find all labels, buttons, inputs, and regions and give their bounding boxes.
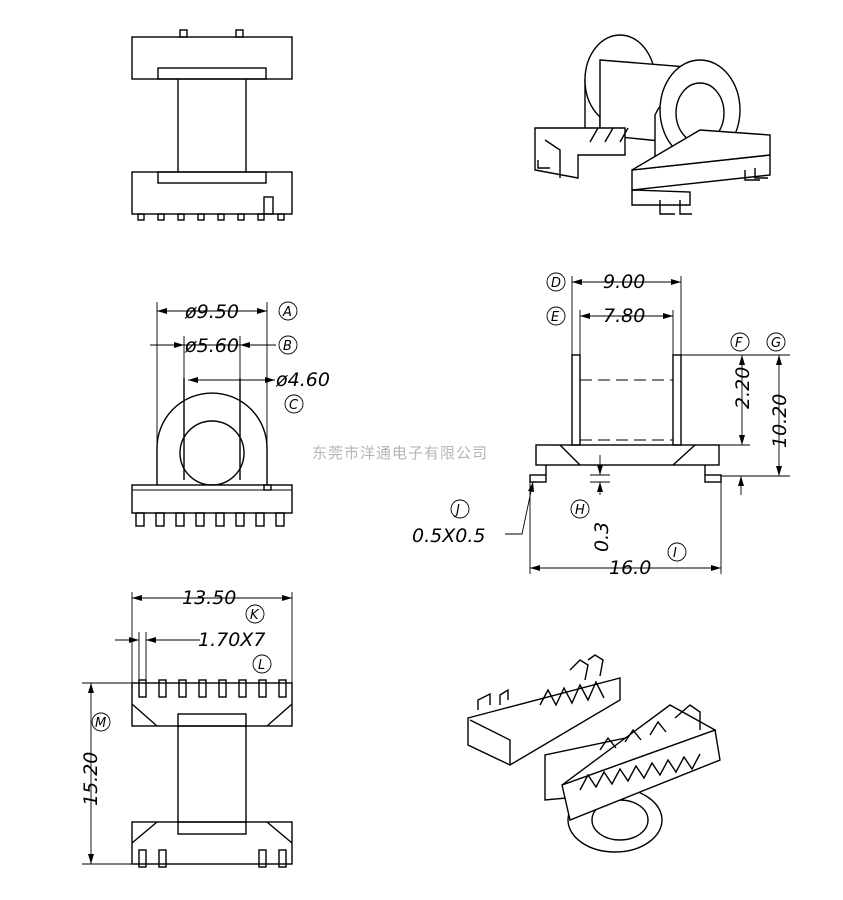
dim-g-text: 10.20	[769, 394, 791, 448]
dim-b-text: ø5.60	[184, 335, 239, 357]
label-j: J	[453, 503, 460, 518]
isometric-bottom-right	[467, 654, 721, 853]
label-g: G	[771, 336, 781, 351]
label-k: K	[250, 608, 260, 623]
dim-k-text: 13.50	[182, 587, 236, 609]
dim-l-text: 1.70X7	[198, 629, 265, 651]
dim-a-text: ø9.50	[184, 301, 239, 323]
label-l: L	[258, 658, 265, 673]
dim-e-text: 7.80	[603, 305, 645, 327]
top-view	[131, 29, 293, 221]
front-view: ø9.50 ø5.60 ø4.60 A B C	[131, 301, 330, 527]
isometric-top-right	[534, 34, 771, 215]
label-a: A	[282, 305, 292, 320]
label-h: H	[575, 503, 585, 518]
dim-m-text: 15.20	[80, 752, 102, 806]
label-m: M	[95, 716, 106, 731]
label-c: C	[289, 398, 299, 413]
label-d: D	[551, 276, 561, 291]
bottom-view: 13.50 K 1.70X7 L 15.20 M	[80, 587, 293, 868]
dim-j-text: 0.5X0.5	[412, 525, 485, 547]
label-i: I	[673, 546, 677, 561]
dim-f-text: 2.20	[732, 367, 754, 409]
label-b: B	[283, 339, 292, 354]
dim-c-text: ø4.60	[275, 369, 330, 391]
side-view: 9.00 D 7.80 E 2.20 F 10.20 G	[412, 271, 791, 579]
label-f: F	[735, 336, 743, 351]
dim-i-text: 16.0	[609, 557, 651, 579]
dim-h-text: 0.3	[591, 522, 613, 552]
watermark-text: 东莞市洋通电子有限公司	[312, 444, 488, 462]
dim-d-text: 9.00	[603, 271, 645, 293]
label-e: E	[551, 310, 560, 325]
